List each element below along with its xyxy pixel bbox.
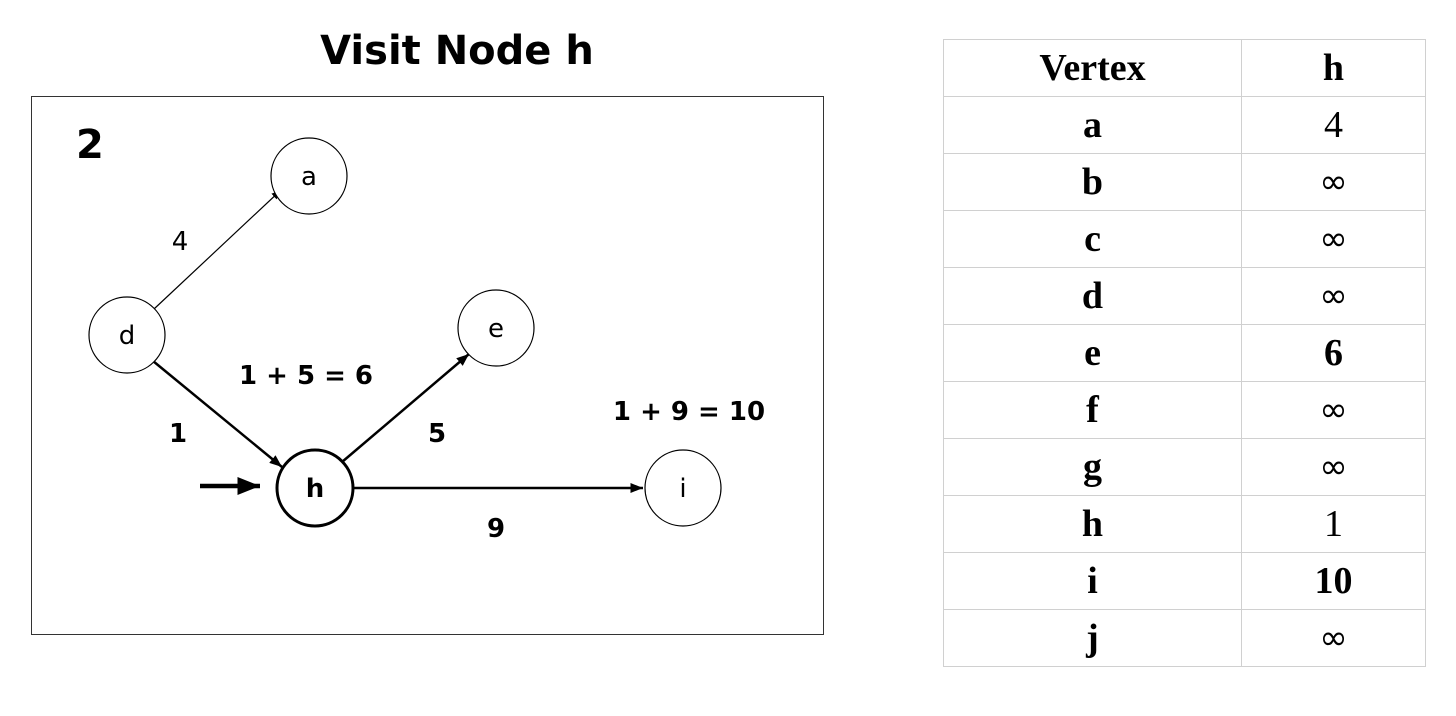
edge-d-h-weight: 1 bbox=[169, 419, 187, 449]
node-i-label: i bbox=[679, 474, 686, 504]
vertex-cell: i bbox=[943, 552, 1242, 610]
node-a: a bbox=[270, 137, 348, 215]
vertex-cell: e bbox=[943, 324, 1242, 382]
header-vertex: Vertex bbox=[943, 39, 1242, 97]
node-i: i bbox=[644, 449, 722, 527]
table-row: b∞ bbox=[943, 153, 1426, 211]
distance-cell: 6 bbox=[1241, 324, 1426, 382]
calc-to-e: 1 + 5 = 6 bbox=[239, 361, 373, 391]
table-row: c∞ bbox=[943, 210, 1426, 268]
calc-to-i: 1 + 9 = 10 bbox=[613, 397, 765, 427]
distance-cell: ∞ bbox=[1241, 267, 1426, 325]
node-d-label: d bbox=[119, 321, 136, 351]
vertex-cell: h bbox=[943, 495, 1242, 553]
table-row: g∞ bbox=[943, 438, 1426, 496]
node-e-label: e bbox=[488, 314, 504, 344]
vertex-cell: b bbox=[943, 153, 1242, 211]
step-number: 2 bbox=[76, 122, 104, 168]
header-h: h bbox=[1241, 39, 1426, 97]
page-title: Visit Node h bbox=[320, 28, 594, 74]
table-row: f∞ bbox=[943, 381, 1426, 439]
node-a-label: a bbox=[301, 162, 317, 192]
edge-h-e-weight: 5 bbox=[428, 419, 446, 449]
graph-diagram: 2 a d e h i 4 1 5 9 1 + 5 = 6 1 + 9 = 10 bbox=[76, 122, 765, 544]
graph-panel bbox=[31, 96, 824, 635]
distance-cell: 4 bbox=[1241, 96, 1426, 154]
vertex-cell: d bbox=[943, 267, 1242, 325]
edge-d-a-weight: 4 bbox=[172, 227, 189, 257]
distance-cell: ∞ bbox=[1241, 153, 1426, 211]
edge-h-i-weight: 9 bbox=[487, 514, 505, 544]
distance-cell: 1 bbox=[1241, 495, 1426, 553]
vertex-cell: f bbox=[943, 381, 1242, 439]
edge-h-e bbox=[341, 353, 470, 463]
vertex-cell: g bbox=[943, 438, 1242, 496]
vertex-cell: j bbox=[943, 609, 1242, 667]
distance-cell: ∞ bbox=[1241, 210, 1426, 268]
vertex-cell: c bbox=[943, 210, 1242, 268]
vertex-cell: a bbox=[943, 96, 1242, 154]
table-row: j∞ bbox=[943, 609, 1426, 667]
distance-cell: 10 bbox=[1241, 552, 1426, 610]
node-h: h bbox=[275, 448, 355, 528]
edge-d-a bbox=[153, 189, 282, 310]
table-row: d∞ bbox=[943, 267, 1426, 325]
node-d: d bbox=[88, 296, 166, 374]
table-header-row: Vertex h bbox=[943, 39, 1426, 97]
distance-cell: ∞ bbox=[1241, 438, 1426, 496]
node-e: e bbox=[457, 289, 535, 367]
distance-cell: ∞ bbox=[1241, 609, 1426, 667]
edge-d-h bbox=[152, 360, 283, 468]
node-h-label: h bbox=[306, 474, 325, 504]
distance-cell: ∞ bbox=[1241, 381, 1426, 439]
